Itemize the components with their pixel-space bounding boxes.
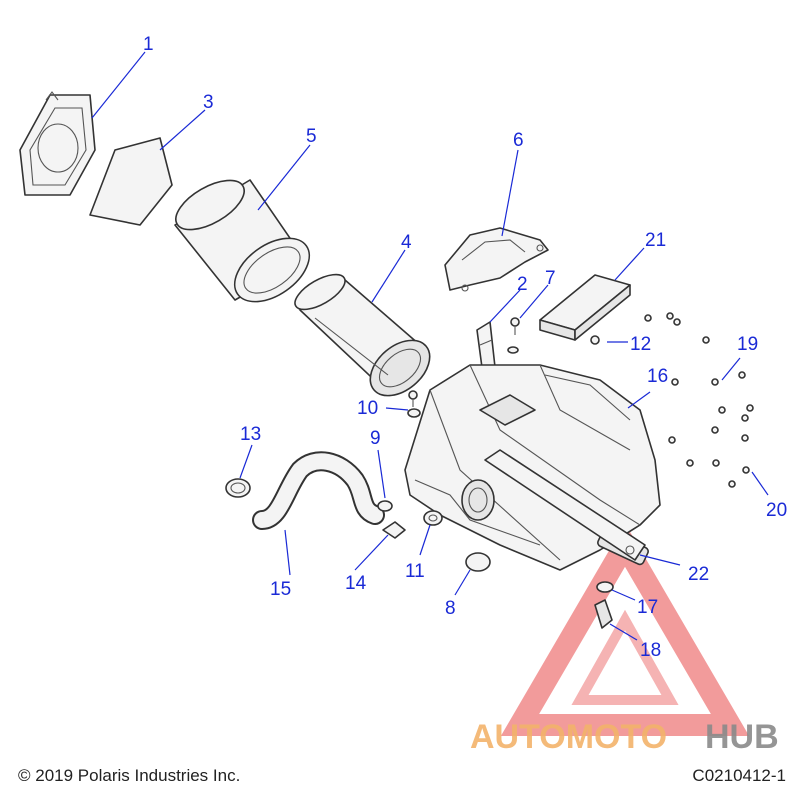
part-bracket [444,227,549,292]
automotohub-logo [500,523,750,736]
callout-5: 5 [306,126,317,147]
callout-15: 15 [270,579,291,600]
part-air-filter [294,273,431,397]
copyright-text: © 2019 Polaris Industries Inc. [18,766,241,785]
callout-9: 9 [370,428,381,449]
part-strap-22 [484,449,646,561]
callout-10: 10 [357,398,378,419]
callout-16: 16 [647,366,668,387]
callout-3: 3 [203,92,214,113]
part-grommet [423,510,443,526]
callout-20: 20 [766,500,787,521]
part-filter-sleeve [174,179,311,303]
callout-12: 12 [630,334,651,355]
callout-14: 14 [345,573,367,594]
part-hose [252,451,385,530]
part-washer [407,390,421,418]
drawing-code: C0210412-1 [692,766,786,785]
part-screws-19-20 [668,336,754,488]
watermark-text-left: AUTOMOTO [470,718,667,756]
leader-lines [91,51,769,641]
part-fitting [594,599,613,629]
callout-8: 8 [445,598,456,619]
callout-1: 1 [143,34,154,55]
watermark-text-right: HUB [705,718,779,756]
part-gasket [89,137,173,226]
part-bolt-7 [507,317,520,354]
callout-18: 18 [640,640,661,661]
part-cap [465,552,491,572]
part-cover [19,91,96,196]
callout-22: 22 [688,564,709,585]
callout-21: 21 [645,230,666,251]
callout-7: 7 [545,268,556,289]
callout-6: 6 [513,130,524,151]
callout-2: 2 [517,274,528,295]
automotohub-watermark: AUTOMOTO HUB [470,718,779,756]
part-clamp-13 [225,478,251,498]
callout-17: 17 [637,597,658,618]
callouts: 1 2 3 4 5 6 7 8 9 10 11 12 13 14 15 16 1… [143,34,787,661]
part-clamp-9 [377,500,393,512]
part-sensor [382,521,406,539]
callout-4: 4 [401,232,412,253]
callout-13: 13 [240,424,261,445]
part-screws-12 [590,312,681,345]
callout-11: 11 [405,561,425,582]
callout-19: 19 [737,334,758,355]
part-o-ring [596,581,614,593]
part-foam-block [539,274,631,341]
